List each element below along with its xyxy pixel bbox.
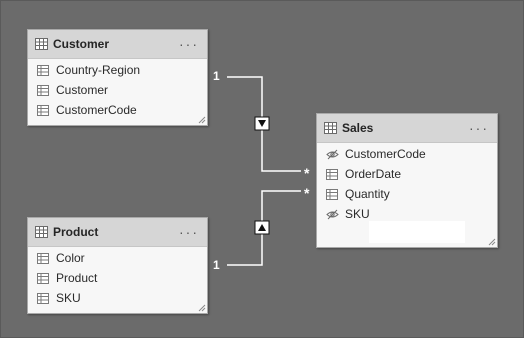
field-list: CustomerCode OrderDate Quantity SKU — [317, 143, 497, 224]
column-icon — [36, 271, 50, 285]
hidden-eye-icon — [325, 147, 339, 161]
table-header[interactable]: Customer ··· — [28, 30, 207, 59]
field-row[interactable]: Customer — [28, 80, 207, 100]
filter-direction-down-icon — [254, 116, 270, 131]
field-name: SKU — [345, 207, 370, 221]
table-icon — [323, 121, 337, 135]
filter-direction-up-icon — [254, 220, 270, 235]
field-row[interactable]: CustomerCode — [317, 144, 497, 164]
column-icon — [36, 63, 50, 77]
column-icon — [325, 167, 339, 181]
field-row[interactable]: Product — [28, 268, 207, 288]
more-options-icon[interactable]: ··· — [179, 224, 199, 240]
field-row[interactable]: Quantity — [317, 184, 497, 204]
field-row[interactable]: SKU — [28, 288, 207, 308]
table-card-customer[interactable]: Customer ··· Country-Region Customer Cus… — [27, 29, 208, 126]
field-row[interactable]: SKU — [317, 204, 497, 224]
table-card-sales[interactable]: Sales ··· CustomerCode OrderDate Quantit… — [316, 113, 498, 248]
cardinality-many-label: * — [304, 165, 310, 181]
field-name: CustomerCode — [345, 147, 426, 161]
cardinality-many-label: * — [304, 185, 310, 201]
column-icon — [36, 291, 50, 305]
more-options-icon[interactable]: ··· — [179, 36, 199, 52]
field-name: OrderDate — [345, 167, 402, 181]
more-options-icon[interactable]: ··· — [469, 120, 489, 136]
table-icon — [34, 225, 48, 239]
table-header[interactable]: Product ··· — [28, 218, 207, 247]
table-title: Customer — [53, 37, 110, 51]
column-icon — [36, 251, 50, 265]
field-row[interactable]: CustomerCode — [28, 100, 207, 120]
field-row[interactable]: OrderDate — [317, 164, 497, 184]
column-icon — [325, 187, 339, 201]
field-row[interactable]: Color — [28, 248, 207, 268]
table-header[interactable]: Sales ··· — [317, 114, 497, 143]
table-card-product[interactable]: Product ··· Color Product SKU — [27, 217, 208, 314]
resize-grip-icon[interactable] — [488, 238, 496, 246]
blank-cover — [369, 221, 465, 243]
field-name: Customer — [56, 83, 109, 97]
field-name: Country-Region — [56, 63, 141, 77]
cardinality-one-label: 1 — [213, 258, 220, 272]
field-name: CustomerCode — [56, 103, 137, 117]
field-name: Product — [56, 271, 98, 285]
table-icon — [34, 37, 48, 51]
resize-grip-icon[interactable] — [198, 116, 206, 124]
column-icon — [36, 83, 50, 97]
column-icon — [36, 103, 50, 117]
resize-grip-icon[interactable] — [198, 304, 206, 312]
field-name: Quantity — [345, 187, 390, 201]
table-title: Product — [53, 225, 99, 239]
cardinality-one-label: 1 — [213, 69, 220, 83]
table-title: Sales — [342, 121, 374, 135]
field-name: Color — [56, 251, 85, 265]
field-list: Country-Region Customer CustomerCode — [28, 59, 207, 120]
field-row[interactable]: Country-Region — [28, 60, 207, 80]
field-list: Color Product SKU — [28, 247, 207, 308]
hidden-eye-icon — [325, 207, 339, 221]
field-name: SKU — [56, 291, 81, 305]
